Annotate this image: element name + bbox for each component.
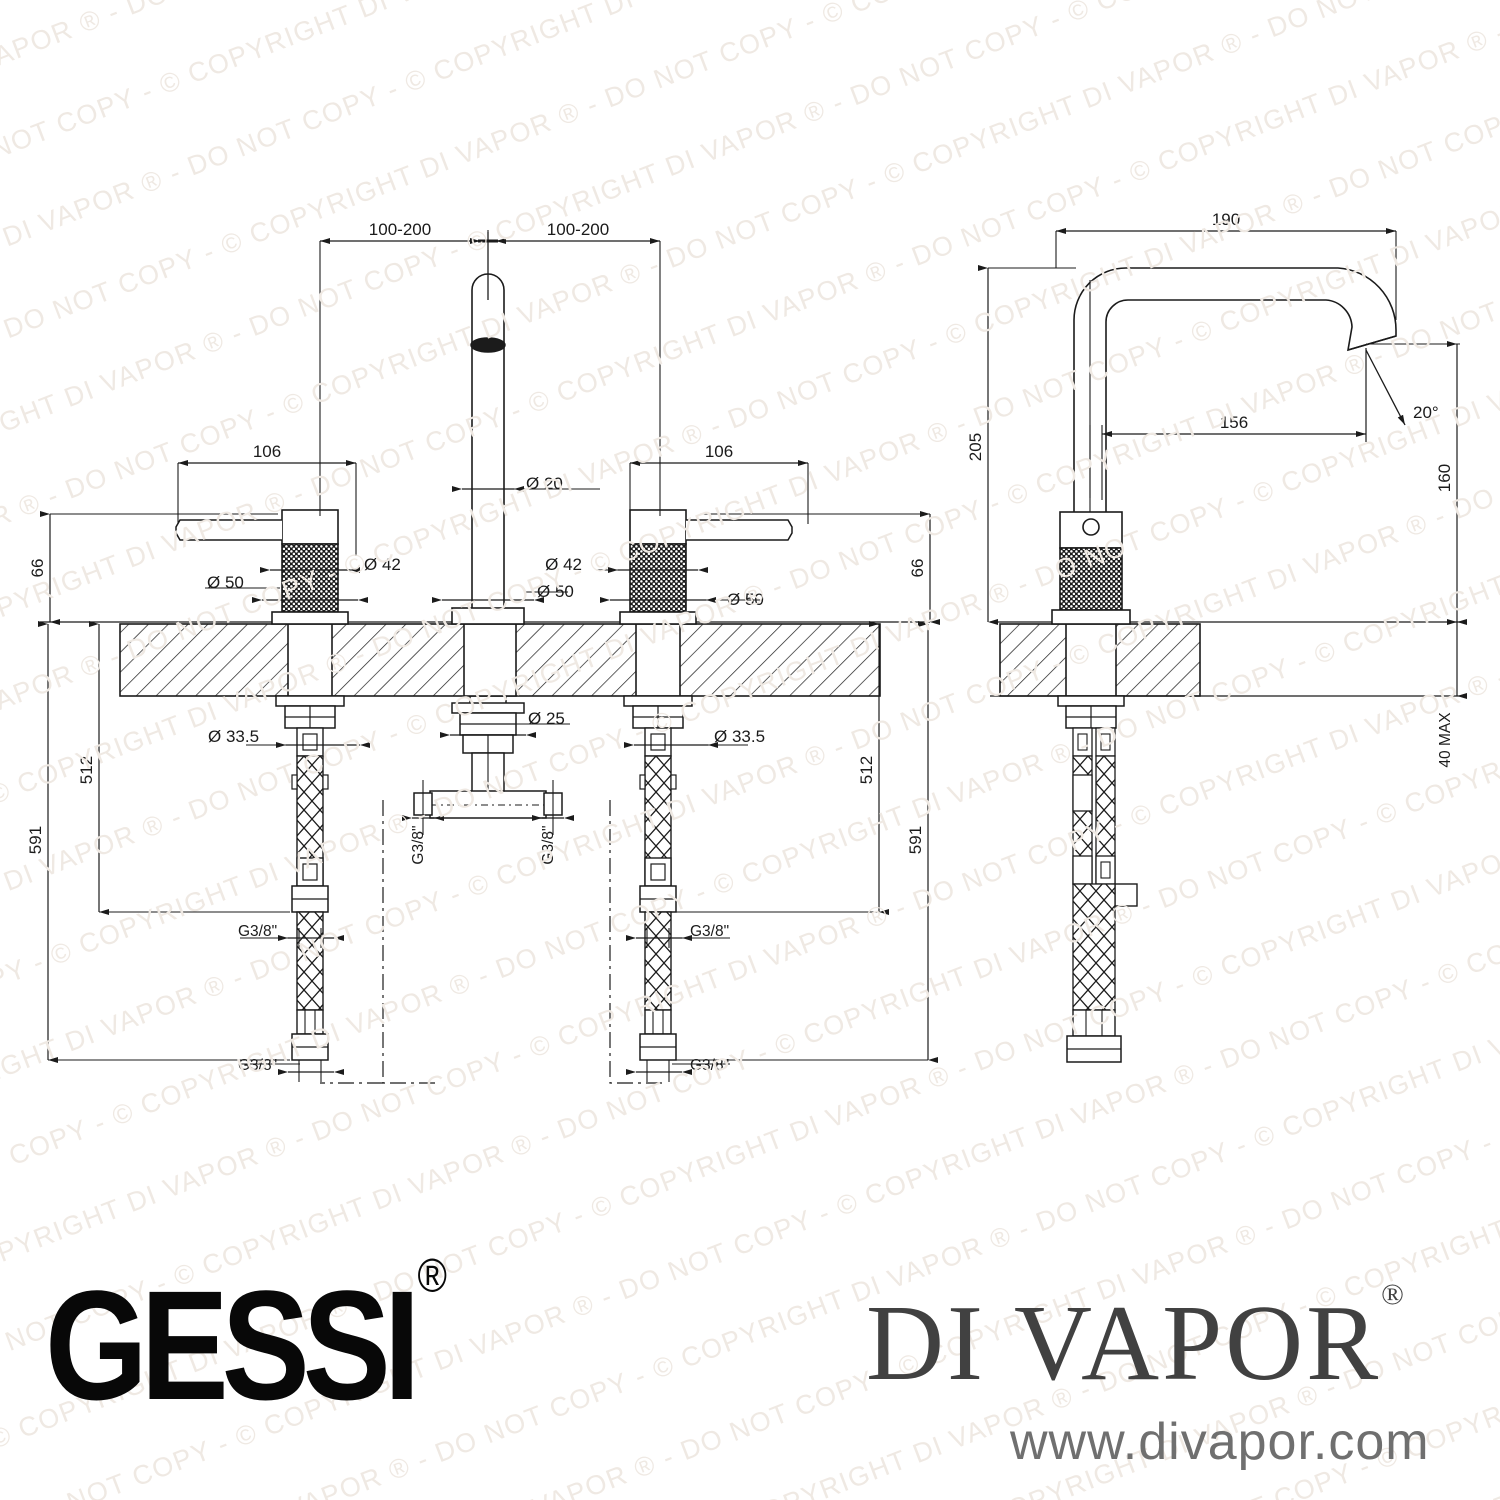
dim-valve-inlet-right: G3/8": [540, 825, 557, 864]
dim-thread-end-left: G3/8": [238, 1057, 277, 1074]
dim-handle-reach-right: 106: [705, 442, 733, 461]
dim-handle-dia-left: Ø 42: [364, 555, 401, 574]
dim-thread-mid-right: G3/8": [690, 923, 729, 940]
gessi-wordmark: GESSI: [45, 1258, 420, 1433]
countertop-section-side: [990, 621, 1460, 697]
divapor-website: www.divapor.com: [1010, 1413, 1430, 1471]
dim-outlet-height: 160: [1435, 464, 1454, 492]
dim-handle-height-left: 66: [28, 559, 47, 578]
divapor-registered-mark: ®: [1381, 1278, 1407, 1311]
gessi-logo: GESSI®: [45, 1253, 447, 1424]
dim-deck-thickness: 40 MAX: [1437, 712, 1454, 768]
dim-total-drop-right: 591: [906, 826, 925, 854]
dim-hose-dia-right: Ø 33.5: [714, 727, 765, 746]
dim-spout-base-dia: Ø 50: [537, 582, 574, 601]
dim-spout-outlet-angle: 20°: [1413, 403, 1439, 422]
dim-hose-length-left: 512: [77, 756, 96, 784]
dim-total-drop-left: 591: [26, 826, 45, 854]
dim-hose-length-right: 512: [857, 756, 876, 784]
side-view-dimensions: [978, 228, 1467, 699]
dim-spread-right: 100-200: [547, 220, 609, 239]
dim-thread-mid-left: G3/8": [238, 923, 277, 940]
dim-thread-end-right: G3/8": [690, 1057, 729, 1074]
dim-spread-left: 100-200: [369, 220, 431, 239]
dim-spout-dia: Ø 20: [526, 474, 563, 493]
dim-valve-dia: Ø 25: [528, 709, 565, 728]
dim-overall-height: 205: [966, 433, 985, 461]
dim-handle-base-left: Ø 50: [207, 573, 244, 592]
dim-handle-height-right: 66: [908, 559, 927, 578]
gessi-registered-mark: ®: [417, 1250, 447, 1303]
dim-spout-overall-reach: 190: [1212, 210, 1240, 229]
dim-handle-reach-left: 106: [253, 442, 281, 461]
divapor-wordmark: DI VAPOR: [866, 1284, 1382, 1403]
spout-front: [413, 230, 563, 819]
phantom-routing-outline: [320, 800, 665, 1084]
dimension-labels: 100-200 100-200 106 106 Ø 20 Ø 42 Ø 42 Ø…: [26, 210, 1454, 1074]
front-view-dimensions: [38, 232, 940, 1082]
dim-valve-inlet-left: G3/8": [410, 825, 427, 864]
spout-side: [1051, 267, 1397, 1063]
divapor-logo: DI VAPOR®: [866, 1280, 1407, 1398]
dim-hose-dia-left: Ø 33.5: [208, 727, 259, 746]
dim-handle-dia-right: Ø 42: [545, 555, 582, 574]
dim-handle-base-right: Ø 50: [727, 590, 764, 609]
dim-spout-outlet-reach: 156: [1220, 413, 1248, 432]
